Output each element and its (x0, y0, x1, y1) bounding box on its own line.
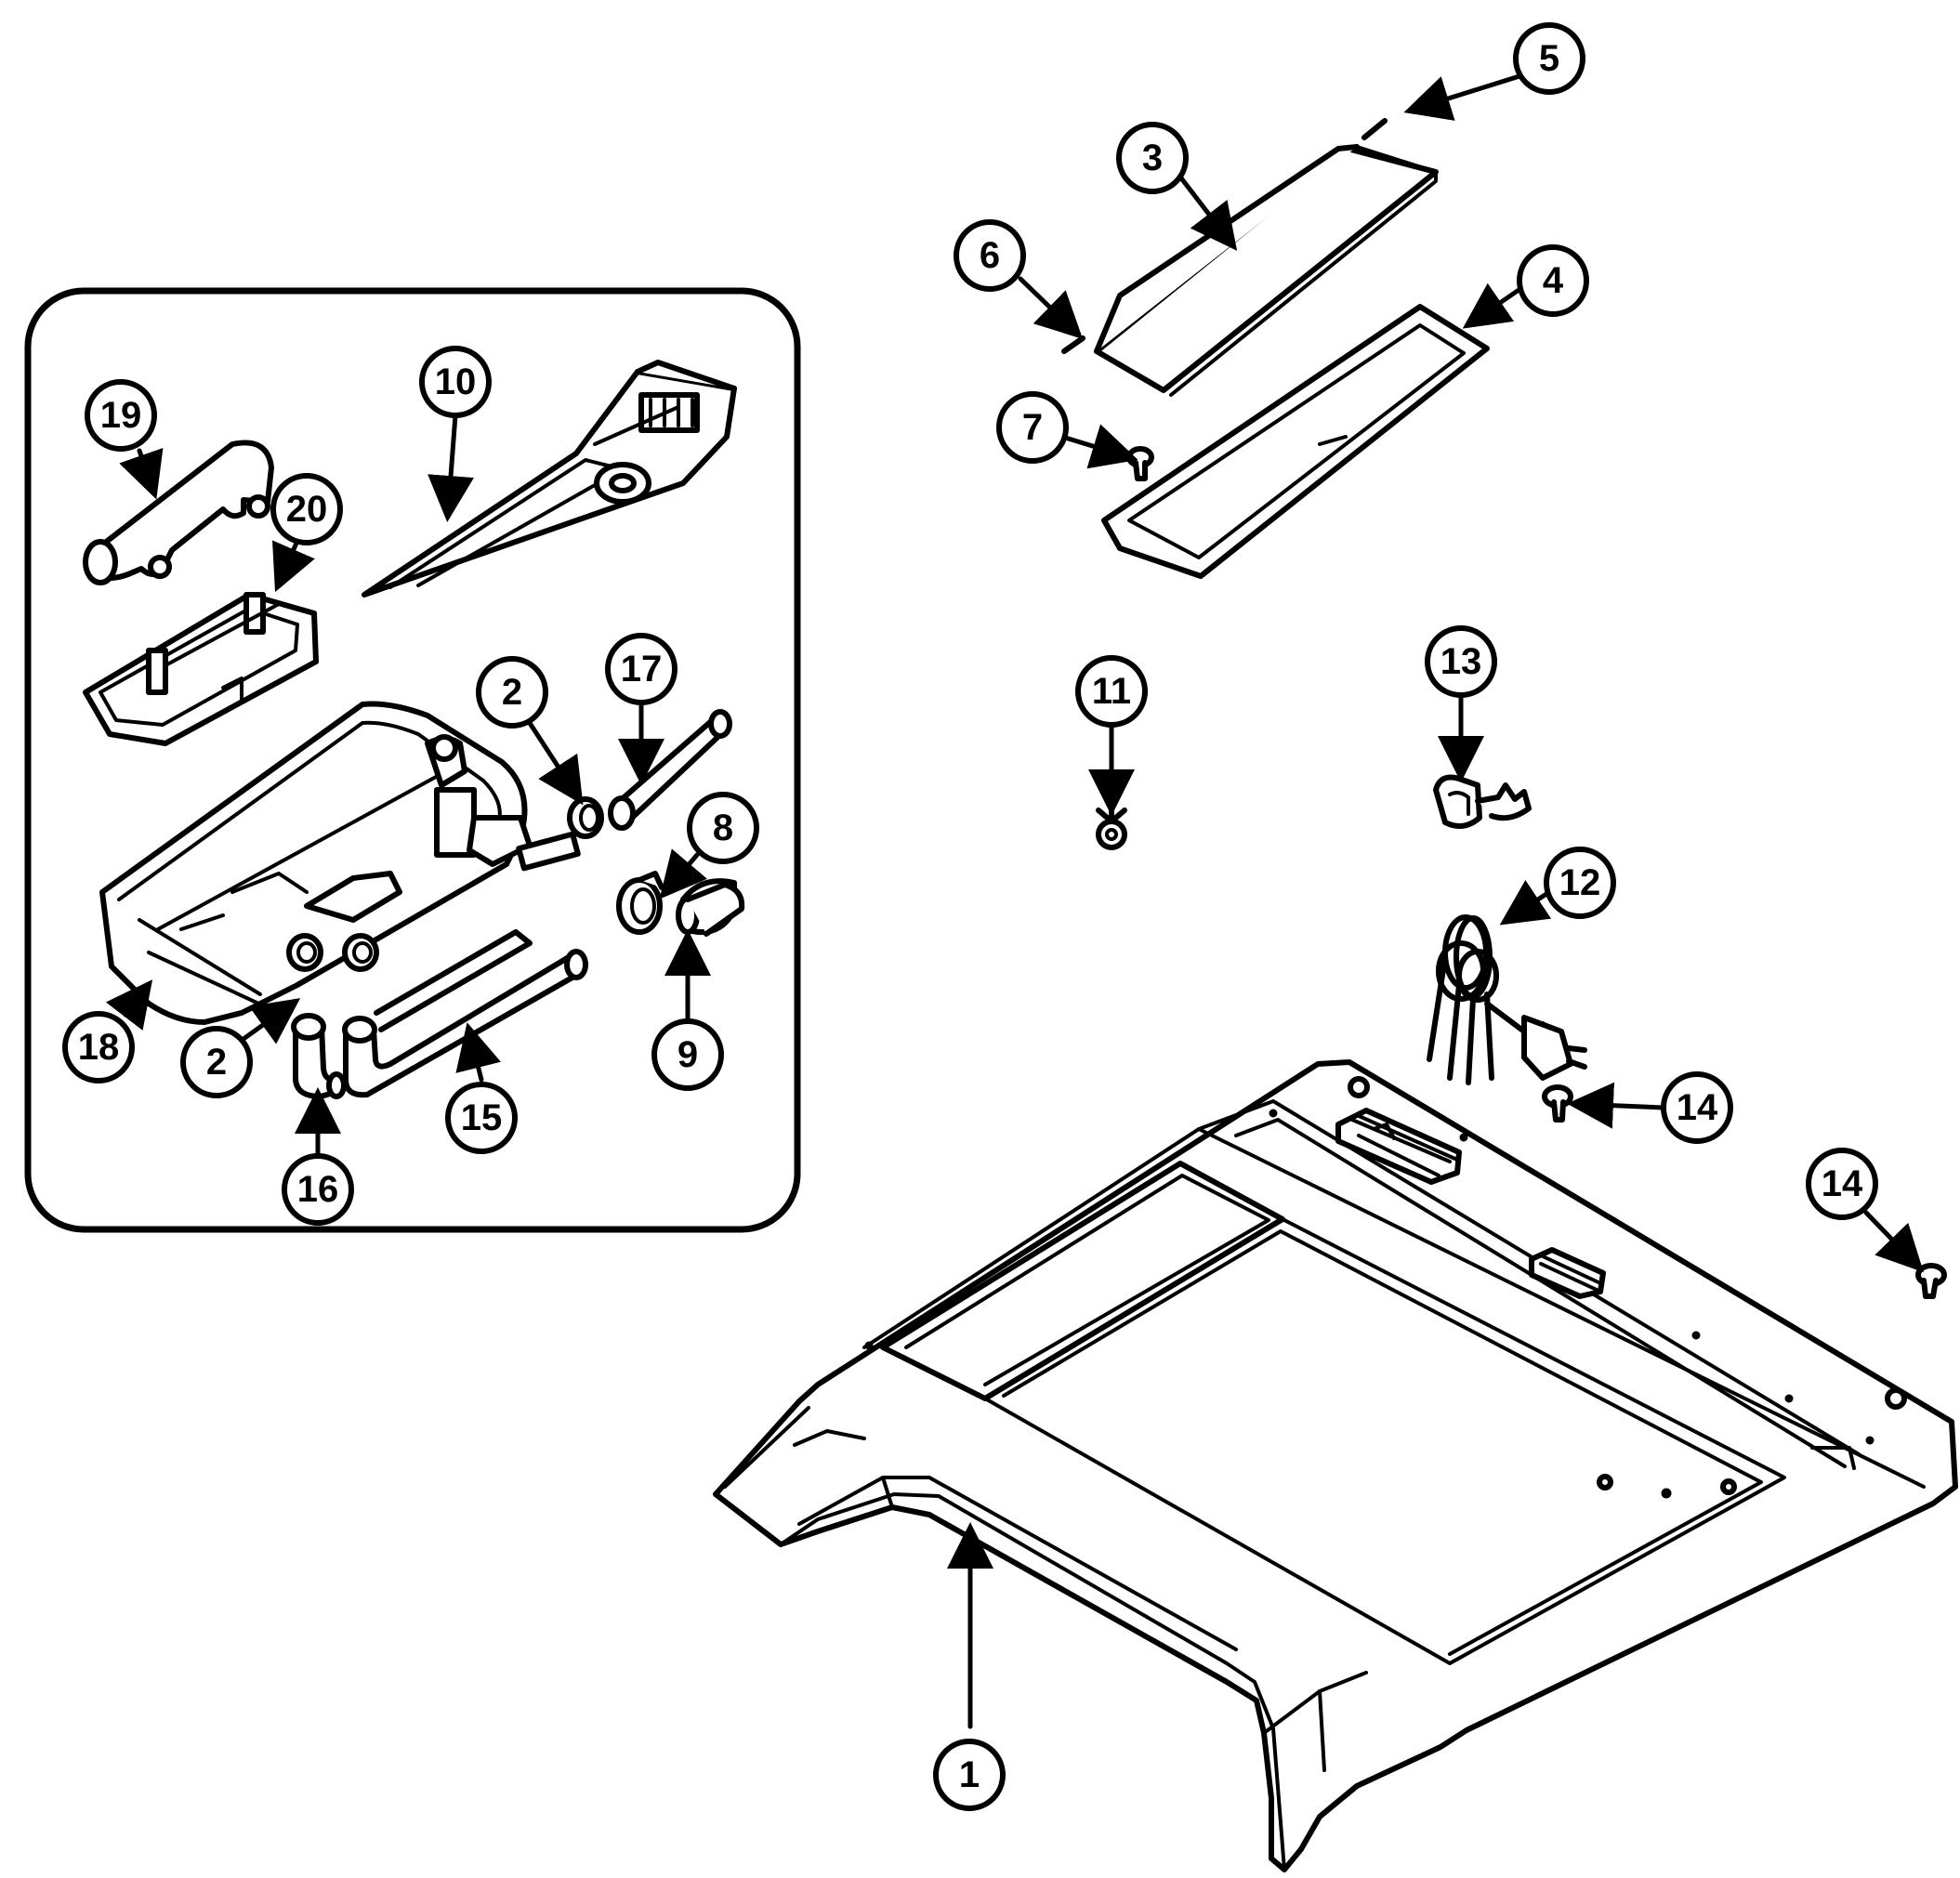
callout-20: 20 (270, 473, 343, 545)
svg-text:8: 8 (713, 808, 733, 848)
part-20-tray (83, 592, 319, 746)
svg-text:12: 12 (1559, 862, 1601, 903)
callout-15: 15 (445, 1082, 518, 1154)
part-14-screw-b (1915, 1263, 1947, 1299)
part-2-grommets-lower (286, 933, 379, 972)
callout-16: 16 (282, 1153, 354, 1226)
part-9-plug (676, 878, 745, 937)
part-17-tube (608, 709, 732, 831)
svg-text:15: 15 (461, 1097, 503, 1138)
callout-6: 6 (954, 219, 1026, 292)
callout-12: 12 (1544, 847, 1616, 919)
svg-text:14: 14 (1822, 1163, 1863, 1204)
part-8-clamp (616, 871, 664, 935)
svg-text:4: 4 (1543, 260, 1564, 301)
svg-text:16: 16 (297, 1169, 339, 1210)
part-16-hose (291, 1013, 347, 1099)
part-1-top-panel (713, 1059, 1958, 1872)
part-4-gasket (1101, 304, 1490, 579)
svg-text:17: 17 (621, 649, 663, 689)
inset-frame (24, 287, 801, 1233)
callout-4: 4 (1517, 244, 1589, 317)
callout-13: 13 (1425, 625, 1497, 698)
svg-text:2: 2 (502, 672, 522, 713)
part-15-hose (342, 929, 588, 1098)
callout-1: 1 (933, 1739, 1006, 1811)
callout-5: 5 (1513, 22, 1585, 95)
svg-text:10: 10 (435, 361, 477, 402)
part-14-screw-a (1542, 1084, 1573, 1123)
callout-10: 10 (419, 346, 492, 418)
svg-text:7: 7 (1022, 407, 1043, 448)
svg-text:2: 2 (206, 1042, 227, 1083)
callout-3: 3 (1116, 122, 1189, 194)
leader-arrows (105, 73, 1924, 1729)
svg-text:11: 11 (1092, 671, 1131, 712)
callout-2-upper: 2 (476, 656, 548, 729)
svg-text:14: 14 (1677, 1087, 1718, 1128)
part-10-funnel (362, 360, 737, 598)
callout-7: 7 (996, 391, 1069, 464)
callout-2-lower: 2 (180, 1026, 253, 1098)
part-11-clip (1096, 806, 1127, 850)
part-7-screw (1126, 446, 1154, 481)
svg-text:18: 18 (78, 1027, 120, 1068)
part-6-pin (1061, 335, 1085, 354)
part-5-pin (1361, 118, 1388, 140)
callout-8: 8 (687, 792, 759, 864)
callout-9: 9 (651, 1018, 724, 1091)
svg-text:19: 19 (100, 395, 142, 436)
part-18-basin (99, 701, 581, 1025)
callout-18: 18 (62, 1011, 135, 1083)
part-2-grommet-upper (567, 796, 604, 839)
callout-14-b: 14 (1806, 1148, 1878, 1220)
svg-text:20: 20 (286, 489, 328, 530)
callout-17: 17 (605, 633, 677, 705)
part-13-strain-relief (1433, 774, 1532, 829)
svg-text:9: 9 (677, 1034, 698, 1075)
part-19-cap (83, 440, 274, 585)
callout-19: 19 (85, 379, 157, 452)
svg-text:6: 6 (980, 235, 1000, 276)
svg-text:1: 1 (959, 1754, 980, 1795)
part-12-power-cord (1427, 914, 1587, 1085)
svg-text:3: 3 (1142, 138, 1163, 178)
svg-text:5: 5 (1539, 38, 1559, 79)
callout-14-a: 14 (1661, 1071, 1733, 1144)
svg-text:13: 13 (1440, 641, 1482, 682)
callout-11: 11 (1075, 655, 1148, 728)
